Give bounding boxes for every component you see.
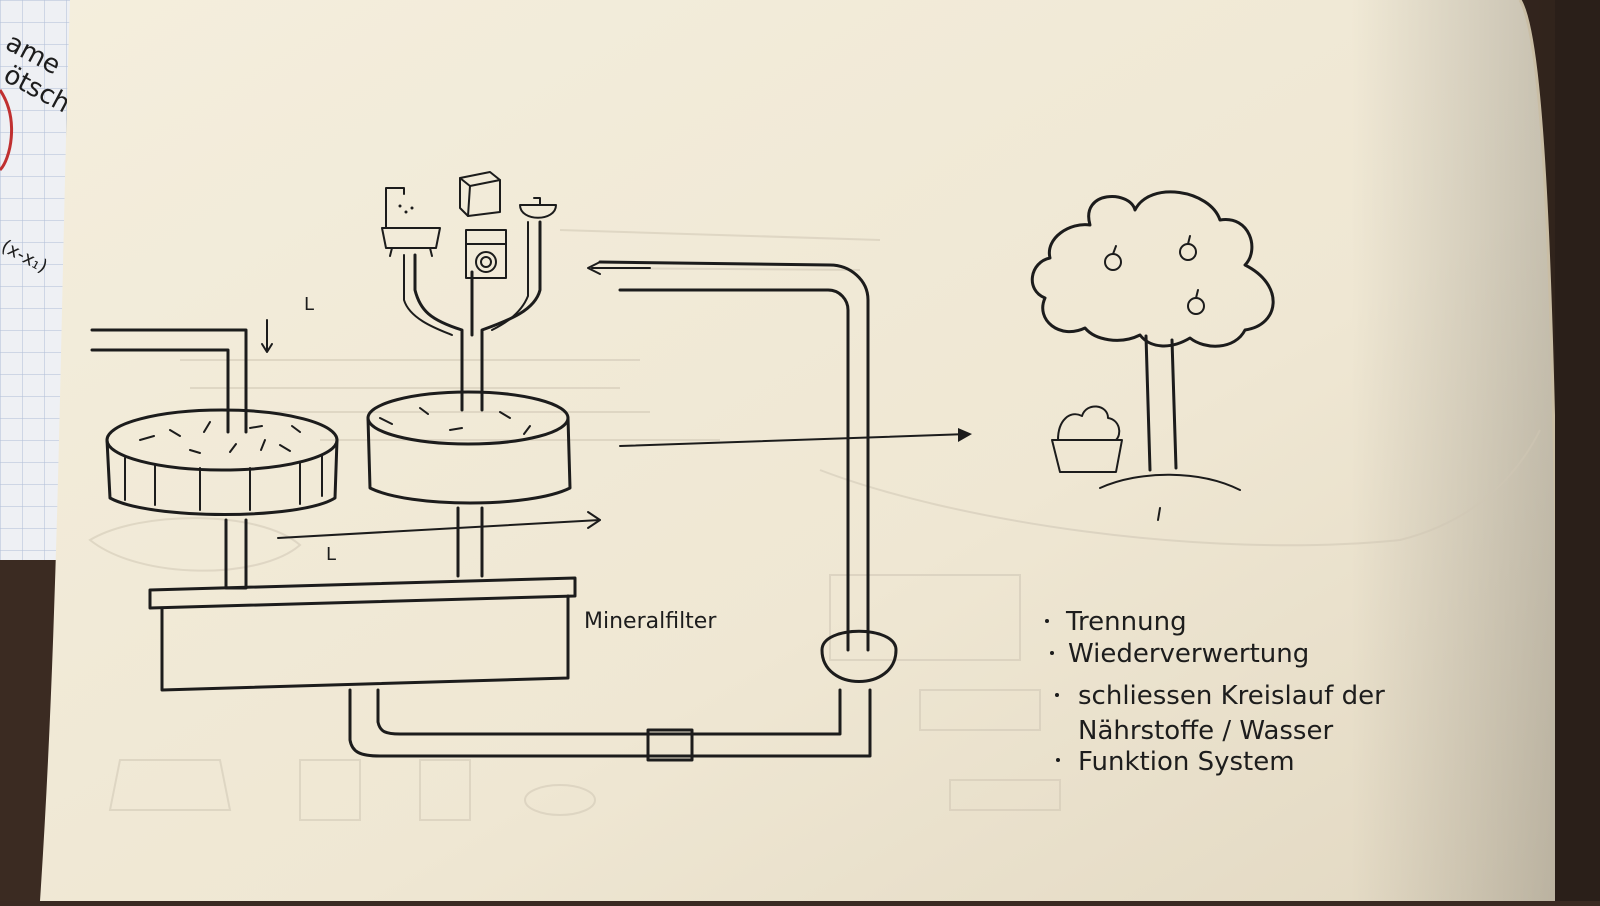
box-icon xyxy=(459,171,501,217)
note-item: Funktion System xyxy=(1078,747,1295,777)
return-loop-pipe xyxy=(348,260,898,762)
note-item: Wiederverwertung xyxy=(1068,639,1309,669)
flow-mark-bottom: L xyxy=(326,544,336,565)
note-item: Trennung xyxy=(1065,607,1187,637)
mineral-filter-box: Mineralfilter xyxy=(148,576,717,692)
notebook-page xyxy=(40,0,1600,901)
bathtub-shower-icon xyxy=(381,187,441,257)
note-item: schliessen Kreislauf der xyxy=(1078,681,1385,711)
apple-tree-icon xyxy=(1030,190,1275,521)
flow-mark-top: L xyxy=(304,294,314,315)
filter-label: Mineralfilter xyxy=(584,609,717,634)
washing-machine-icon xyxy=(465,229,507,279)
show-through-ghost xyxy=(88,229,1541,821)
sink-icon xyxy=(519,197,557,219)
appliances xyxy=(381,171,557,279)
note-item: Nährstoffe / Wasser xyxy=(1078,716,1333,746)
flow-arrows: L L xyxy=(277,261,972,565)
left-tank xyxy=(105,408,339,590)
right-tank xyxy=(366,390,572,578)
notes-list: Trennung Wiederverwertung schliessen Kre… xyxy=(1045,607,1385,777)
compost-basket-icon xyxy=(1051,405,1123,473)
intake-pipe xyxy=(90,319,273,434)
appliance-branch-pipes xyxy=(403,220,542,412)
